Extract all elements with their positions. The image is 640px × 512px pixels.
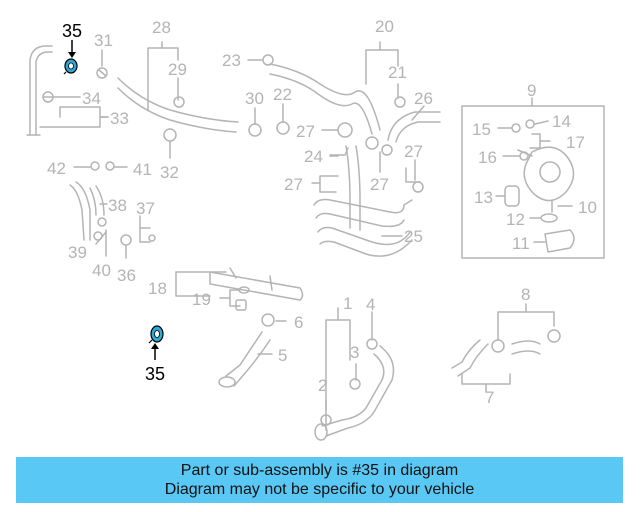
callout-19: 19: [192, 290, 211, 309]
callout-3: 3: [350, 343, 359, 362]
callout-37: 37: [136, 199, 155, 218]
callout-26: 26: [414, 89, 433, 108]
part-5-hose: [218, 331, 271, 388]
part-7-hose: [451, 339, 489, 377]
part-21-clamp: [394, 96, 406, 108]
parts-diagram: 1 2 3 4 5 6 7 8 9 10 11 12 13 14 15 16 1…: [26, 17, 605, 441]
part-1-hose: [314, 345, 395, 441]
callout-17: 17: [566, 133, 585, 152]
callout-10: 10: [578, 198, 597, 217]
callout-7: 7: [485, 388, 494, 407]
callout-11: 11: [512, 234, 530, 253]
part-9-housing: [517, 146, 575, 202]
part-38-hose: [89, 185, 105, 216]
callout-27d: 27: [404, 142, 423, 161]
callout-4: 4: [366, 295, 375, 314]
callout-15: 15: [472, 120, 491, 139]
part-25-pipe-assembly: [313, 145, 413, 257]
callout-5: 5: [278, 346, 287, 365]
callout-12: 12: [506, 210, 525, 229]
part-27-cap: [337, 122, 353, 138]
callout-35-top: 35: [62, 21, 82, 41]
callout-35-bottom: 35: [145, 364, 165, 384]
callout-27b: 27: [284, 175, 303, 194]
part-33-hose: [26, 45, 53, 136]
part-20-hose: [269, 63, 381, 135]
callout-21: 21: [388, 63, 407, 82]
callout-1: 1: [343, 294, 352, 313]
part-32-hose: [117, 77, 239, 159]
part-30-clamp: [248, 123, 262, 137]
info-banner: Part or sub-assembly is #35 in diagram D…: [16, 457, 623, 503]
part-31-clamp: [96, 67, 108, 79]
part-29-clamp: [173, 96, 185, 108]
callout-40: 40: [92, 261, 111, 280]
part-35-highlight-bottom: 35: [145, 325, 165, 384]
part-8-hose: [511, 340, 541, 355]
callout-24: 24: [304, 147, 323, 166]
callout-39: 39: [68, 243, 87, 262]
part-22-clamp: [276, 121, 290, 135]
part-9-box: [461, 105, 605, 259]
callout-8: 8: [521, 285, 530, 304]
callout-27c: 27: [370, 175, 389, 194]
callout-27a: 27: [296, 122, 315, 141]
part-35-highlight-top: 35: [62, 21, 82, 75]
part-26-hose: [387, 111, 441, 143]
callout-34: 34: [82, 89, 101, 108]
callout-2: 2: [318, 376, 327, 395]
callout-41: 41: [133, 160, 152, 179]
callout-33: 33: [110, 109, 129, 128]
callout-36: 36: [117, 266, 136, 285]
part-34-clip: [42, 91, 54, 103]
callout-16: 16: [478, 148, 497, 167]
callout-14: 14: [552, 112, 571, 131]
callout-38: 38: [108, 196, 127, 215]
callout-25: 25: [404, 227, 423, 246]
clamp-35-icon: [148, 325, 164, 344]
callout-42: 42: [47, 159, 66, 178]
callout-23: 23: [222, 51, 241, 70]
callout-28: 28: [152, 18, 171, 37]
part-18-rail: [209, 267, 304, 301]
callout-13: 13: [474, 188, 493, 207]
callout-18: 18: [148, 279, 167, 298]
callout-32: 32: [160, 163, 179, 182]
callout-31: 31: [94, 31, 113, 50]
callout-6: 6: [294, 313, 303, 332]
banner-line-1: Part or sub-assembly is #35 in diagram: [180, 462, 459, 479]
clamp-35-icon: [63, 58, 78, 75]
callout-30: 30: [245, 89, 264, 108]
callout-22: 22: [273, 85, 292, 104]
banner-line-2: Diagram may not be specific to your vehi…: [164, 481, 475, 498]
callout-9: 9: [527, 81, 536, 100]
callout-29: 29: [168, 60, 187, 79]
callout-20: 20: [375, 17, 394, 36]
part-39-hose: [69, 181, 91, 241]
